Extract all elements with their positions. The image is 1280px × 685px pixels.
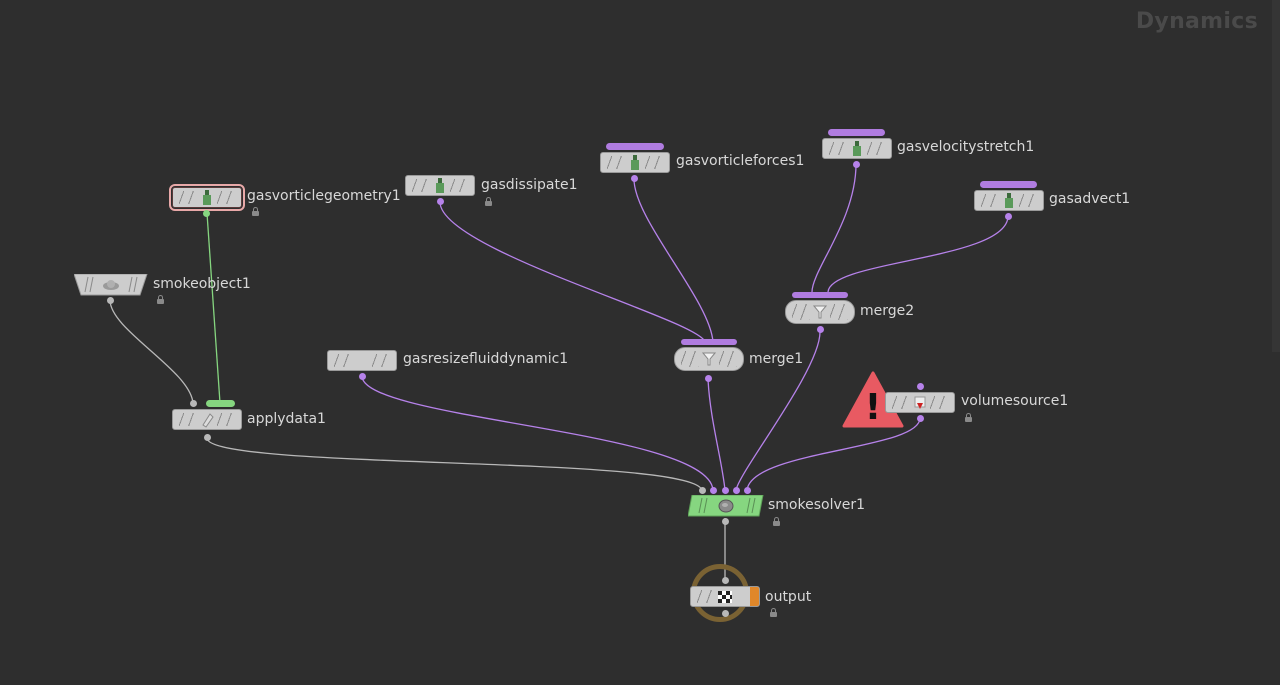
node-applydata1[interactable] xyxy=(172,409,244,431)
bypass-flag[interactable] xyxy=(980,181,1037,188)
vertical-scrollbar[interactable] xyxy=(1272,0,1280,352)
node-label: merge2 xyxy=(860,303,915,319)
apply-data-icon xyxy=(202,412,214,428)
output-port[interactable] xyxy=(817,326,824,333)
network-title: Dynamics xyxy=(1135,9,1258,34)
node-merge2[interactable] xyxy=(785,300,857,324)
wire-gasresize-smokesolver xyxy=(361,375,714,491)
microsolver-icon xyxy=(631,154,639,170)
node-label: gasvorticlegeometry1 xyxy=(247,188,401,204)
input-port[interactable] xyxy=(722,577,729,584)
input-port[interactable] xyxy=(733,487,740,494)
node-label: gasadvect1 xyxy=(1049,191,1131,207)
display-flag[interactable] xyxy=(206,400,235,407)
microsolver-icon xyxy=(853,140,861,156)
wire-gasvorticleforces-merge1 xyxy=(633,178,714,343)
merge-icon xyxy=(702,352,716,366)
output-port[interactable] xyxy=(1005,213,1012,220)
smoke-object-icon xyxy=(103,280,119,290)
node-volumesource1[interactable] xyxy=(885,392,957,414)
node-label: gasdissipate1 xyxy=(481,177,578,193)
output-port[interactable] xyxy=(437,198,444,205)
node-gasresizefluiddynamic1[interactable] xyxy=(327,350,399,372)
input-port[interactable] xyxy=(744,487,751,494)
node-gasvorticleforces1[interactable] xyxy=(600,152,672,174)
output-port[interactable] xyxy=(722,518,729,525)
node-label: merge1 xyxy=(749,351,804,367)
output-port[interactable] xyxy=(853,161,860,168)
smoke-solver-icon xyxy=(718,499,734,513)
lock-icon xyxy=(773,517,780,526)
node-label: smokeobject1 xyxy=(153,276,251,292)
output-flag-bar xyxy=(750,587,759,606)
input-port[interactable] xyxy=(917,383,924,390)
input-port[interactable] xyxy=(190,400,197,407)
wire-volumesource-smokesolver xyxy=(746,417,921,491)
bypass-flag[interactable] xyxy=(681,339,737,345)
output-port[interactable] xyxy=(359,373,366,380)
merge-icon xyxy=(813,305,827,319)
node-smokesolver1[interactable] xyxy=(688,495,764,517)
node-gasadvect1[interactable] xyxy=(974,190,1046,212)
microsolver-icon xyxy=(1005,192,1013,208)
input-port[interactable] xyxy=(699,487,706,494)
node-merge1[interactable] xyxy=(674,347,746,371)
output-port[interactable] xyxy=(204,434,211,441)
volume-source-icon xyxy=(914,396,926,409)
microsolver-icon xyxy=(436,177,444,193)
warning-mark: ! xyxy=(865,387,881,428)
bypass-flag[interactable] xyxy=(606,143,664,150)
output-port[interactable] xyxy=(631,175,638,182)
node-label: gasvorticleforces1 xyxy=(676,153,805,169)
output-port[interactable] xyxy=(917,415,924,422)
node-label: volumesource1 xyxy=(961,393,1069,409)
input-port[interactable] xyxy=(722,487,729,494)
node-label: applydata1 xyxy=(247,411,326,427)
output-port[interactable] xyxy=(722,610,729,617)
output-port[interactable] xyxy=(203,210,210,217)
wire-gasdissipate-merge1 xyxy=(439,201,706,343)
node-smokeobject1[interactable] xyxy=(74,274,148,296)
node-gasvorticlegeometry1[interactable] xyxy=(169,184,245,211)
node-gasvelocitystretch1[interactable] xyxy=(822,138,894,160)
lock-icon xyxy=(485,197,492,206)
node-label: output xyxy=(765,589,812,605)
node-label: smokesolver1 xyxy=(768,497,866,513)
bypass-flag[interactable] xyxy=(792,292,848,298)
wire-gasvorticlegeometry-applydata xyxy=(206,212,221,404)
input-port[interactable] xyxy=(710,487,717,494)
bypass-flag[interactable] xyxy=(828,129,885,136)
wire-merge1-smokesolver xyxy=(707,378,726,491)
node-gasdissipate1[interactable] xyxy=(405,175,477,197)
lock-icon xyxy=(252,207,259,216)
wire-merge2-smokesolver xyxy=(735,331,821,491)
node-output[interactable] xyxy=(690,586,762,608)
wire-gasadvect-merge2 xyxy=(827,215,1009,293)
lock-icon xyxy=(965,413,972,422)
wire-smokeobject-applydata xyxy=(109,299,194,404)
output-icon xyxy=(718,590,732,603)
output-port[interactable] xyxy=(705,375,712,382)
wire-applydata-smokesolver xyxy=(206,437,703,491)
output-port[interactable] xyxy=(107,297,114,304)
microsolver-icon xyxy=(203,189,211,205)
lock-icon xyxy=(770,608,777,617)
lock-icon xyxy=(157,295,164,304)
node-label: gasresizefluiddynamic1 xyxy=(403,351,569,367)
wire-gasvelocitystretch-merge2 xyxy=(811,163,857,293)
node-label: gasvelocitystretch1 xyxy=(897,139,1035,155)
